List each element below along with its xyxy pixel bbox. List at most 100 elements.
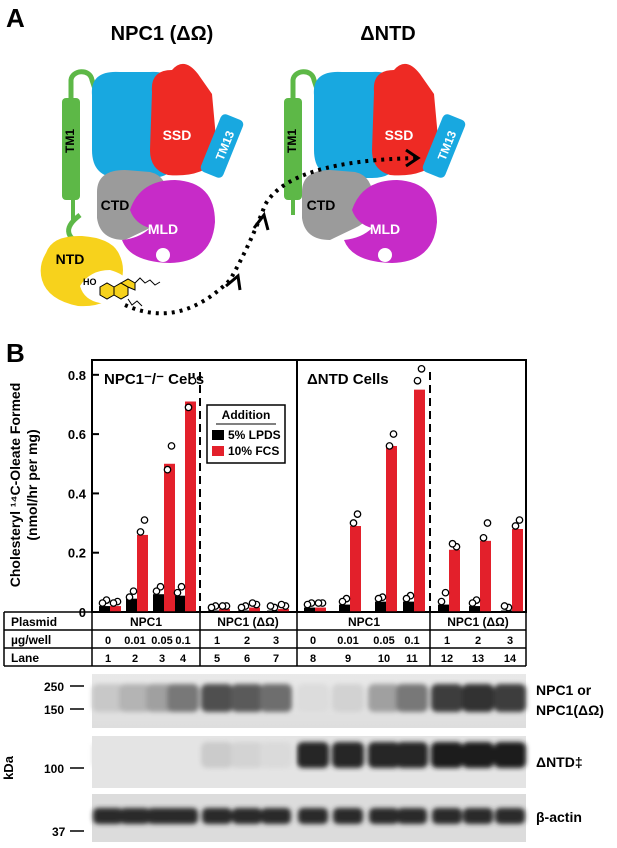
point-lpds <box>177 582 186 591</box>
amount-cell: 0.05 <box>151 635 172 647</box>
tm1-helix <box>62 98 80 200</box>
tm13-helix-right <box>422 114 466 178</box>
blot2-band <box>201 742 233 768</box>
blot1-band <box>201 684 233 712</box>
point-lpds <box>125 593 134 601</box>
legend-label-lpds: 5% LPDS <box>228 428 281 442</box>
marker-37: 37 <box>52 825 66 839</box>
actin-band <box>463 808 493 824</box>
amount-cell: 0.01 <box>337 635 358 647</box>
point-lpds <box>266 602 275 610</box>
lane-cell: 12 <box>441 653 453 665</box>
blot1-band <box>231 684 263 712</box>
bar-lpds <box>438 604 449 612</box>
amount-cell: 2 <box>244 635 250 647</box>
blot2-band <box>260 742 292 768</box>
amount-cell: 0.01 <box>124 635 145 647</box>
point-fcs <box>448 539 457 548</box>
actin-band <box>232 808 262 824</box>
point-fcs <box>163 465 172 474</box>
bar-lpds <box>99 606 110 612</box>
bar-fcs <box>414 389 425 612</box>
actin-band <box>333 808 363 824</box>
blot1-band <box>332 684 364 712</box>
bar-lpds <box>126 598 137 612</box>
legend-swatch-fcs <box>212 446 224 456</box>
bar-fcs <box>512 528 523 612</box>
lane-cell: 13 <box>472 653 484 665</box>
point-fcs <box>109 599 118 607</box>
mld-pocket-right <box>378 248 392 262</box>
point-fcs <box>479 533 488 542</box>
point-fcs <box>218 602 227 610</box>
npc1-dO-cartoon <box>40 63 244 307</box>
lane-cell: 7 <box>273 653 279 665</box>
bar-fcs <box>449 549 460 612</box>
point-fcs <box>417 365 426 373</box>
point-lpds <box>402 594 411 603</box>
bar-fcs <box>110 606 121 612</box>
blot2-band <box>231 742 263 768</box>
blot2-band <box>431 742 463 768</box>
blot1-band <box>494 684 526 712</box>
panel-b-letter: B <box>6 338 25 368</box>
point-fcs <box>515 516 524 524</box>
bar-fcs <box>164 463 175 612</box>
lane-cell: 5 <box>214 653 220 665</box>
left-panel-title: NPC1⁻/⁻ Cells <box>104 371 204 388</box>
amount-cell: 3 <box>273 635 279 647</box>
amount-cell: 0.05 <box>373 635 394 647</box>
blot2-band <box>92 742 124 768</box>
plasmid-group-3: NPC1 <box>348 615 380 629</box>
legend-label-fcs: 10% FCS <box>228 444 279 458</box>
point-lpds <box>437 597 446 606</box>
lane-cell: 4 <box>180 653 187 665</box>
point-fcs <box>184 403 193 412</box>
blot2-band <box>297 742 329 768</box>
y-tick-label: 0.8 <box>68 368 86 383</box>
actin-band <box>168 808 198 824</box>
plasmid-group-4: NPC1 (ΔΩ) <box>447 615 509 629</box>
transfer-arrow <box>124 156 421 316</box>
blot2-band <box>119 742 151 768</box>
blot1-band <box>396 684 428 712</box>
point-group <box>98 365 524 612</box>
point-fcs <box>136 528 145 536</box>
point-lpds <box>441 588 450 597</box>
actin-band <box>261 808 291 824</box>
blot-label-beta-actin: β-actin <box>536 809 582 825</box>
legend-swatch-lpds <box>212 430 224 440</box>
point-fcs <box>483 519 492 527</box>
point-fcs <box>413 376 422 385</box>
amount-cell: 0.1 <box>175 635 190 647</box>
tm13-helix <box>200 114 244 178</box>
blot1-band <box>167 684 199 712</box>
mld-pocket <box>156 248 170 262</box>
mld-domain <box>122 180 215 263</box>
point-fcs <box>389 430 398 438</box>
y-tick-label: 0.6 <box>68 427 86 442</box>
amount-cell: 0 <box>310 635 316 647</box>
blot-label-delta-ntd: ΔNTD‡ <box>536 754 583 770</box>
blot1-band <box>368 684 400 712</box>
bar-fcs <box>480 540 491 612</box>
amount-cell: 2 <box>475 635 481 647</box>
y-axis: 00.20.40.60.8 <box>68 368 99 620</box>
bar-group <box>99 389 523 612</box>
row-label-lane: Lane <box>11 651 39 665</box>
bar-lpds <box>403 601 414 612</box>
lane-cell: 14 <box>504 653 517 665</box>
lane-cell: 1 <box>105 653 111 665</box>
bar-lpds <box>469 606 480 612</box>
row-label-plasmid: Plasmid <box>11 615 57 629</box>
marker-150: 150 <box>44 703 64 717</box>
blot-label-npc1-dO: NPC1(ΔΩ) <box>536 702 604 718</box>
ctd-domain-right <box>302 170 373 240</box>
point-fcs <box>349 519 358 527</box>
point-lpds <box>237 603 246 612</box>
panel-a-right-title: ΔNTD <box>360 23 415 45</box>
panel-a-left-title: NPC1 (ΔΩ) <box>111 23 214 45</box>
point-fcs <box>385 442 394 450</box>
label-ctd-right: CTD <box>307 197 336 213</box>
label-tm1-right: TM1 <box>285 129 299 153</box>
